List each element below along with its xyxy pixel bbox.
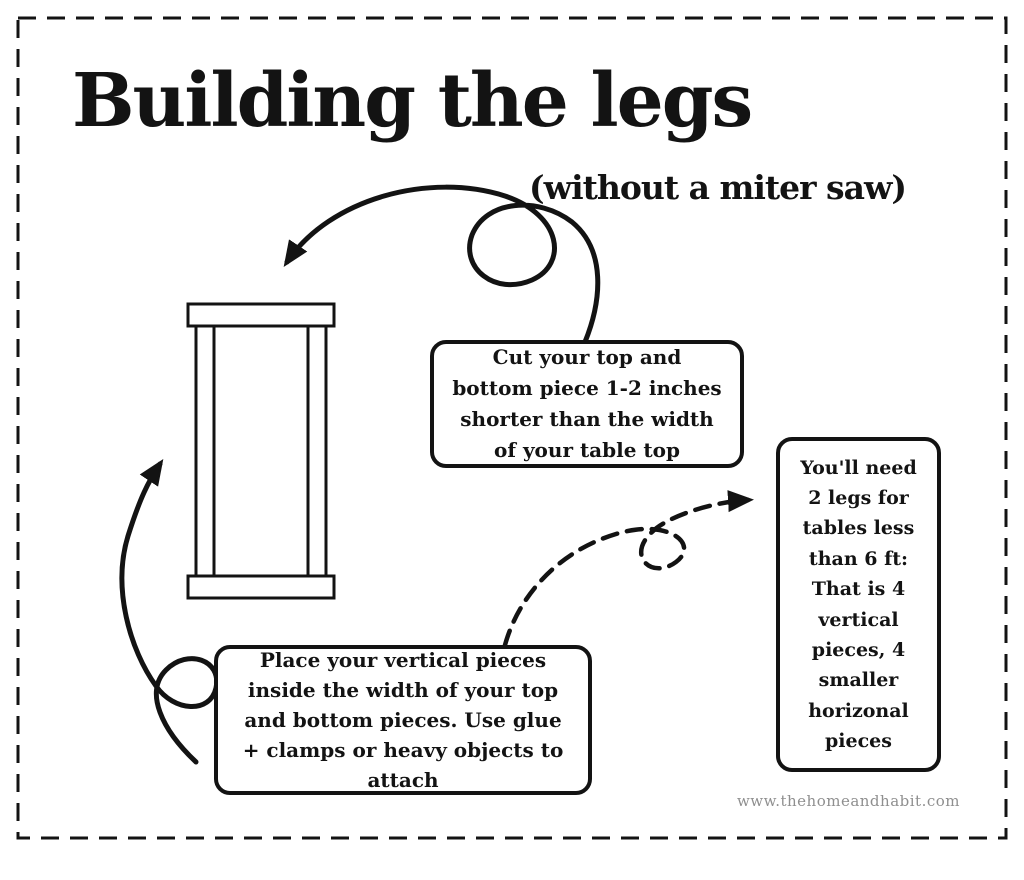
callout-cut-pieces: Cut your top and bottom piece 1-2 inches… bbox=[430, 340, 744, 468]
website-watermark: www.thehomeandhabit.com bbox=[736, 792, 960, 810]
loop-arrow-left-icon bbox=[119, 459, 220, 765]
callout-place-pieces: Place your vertical pieces inside the wi… bbox=[214, 645, 592, 795]
bottom-horizontal-piece bbox=[186, 574, 336, 600]
dashed-cut-border bbox=[16, 16, 1008, 840]
left-vertical-piece bbox=[194, 324, 216, 578]
top-horizontal-piece bbox=[186, 302, 336, 328]
loop-arrow-top-icon bbox=[283, 184, 601, 345]
leg-frame-drawing bbox=[186, 302, 336, 600]
callout-cut-text: Cut your top and bottom piece 1-2 inches… bbox=[452, 345, 722, 462]
callout-legs-needed: You'll need 2 legs for tables less than … bbox=[776, 437, 941, 772]
callout-place-text: Place your vertical pieces inside the wi… bbox=[242, 648, 564, 792]
page-title: Building the legs bbox=[72, 58, 753, 144]
callout-legs-text: You'll need 2 legs for tables less than … bbox=[800, 456, 917, 753]
right-vertical-piece bbox=[306, 324, 328, 578]
dashed-arrow-icon bbox=[502, 490, 754, 648]
page-subtitle: (without a miter saw) bbox=[529, 168, 907, 207]
